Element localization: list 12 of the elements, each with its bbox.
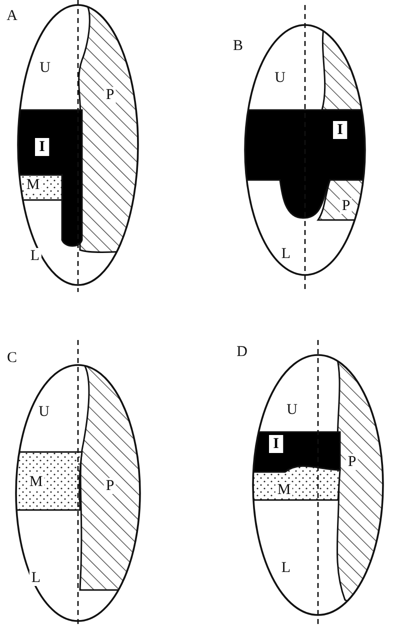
- region-letter: L: [29, 570, 43, 586]
- region-letter: I: [333, 121, 347, 139]
- region-letter: I: [269, 435, 283, 453]
- region-letter: M: [275, 482, 293, 498]
- region-letter: I: [35, 138, 49, 156]
- region-letter: P: [104, 87, 116, 103]
- region-letter: M: [27, 474, 45, 490]
- region-letter: P: [104, 478, 116, 494]
- region-letter: L: [279, 246, 293, 262]
- region-letter: M: [24, 177, 42, 193]
- region-letter: P: [346, 454, 358, 470]
- region-letter: P: [340, 198, 352, 214]
